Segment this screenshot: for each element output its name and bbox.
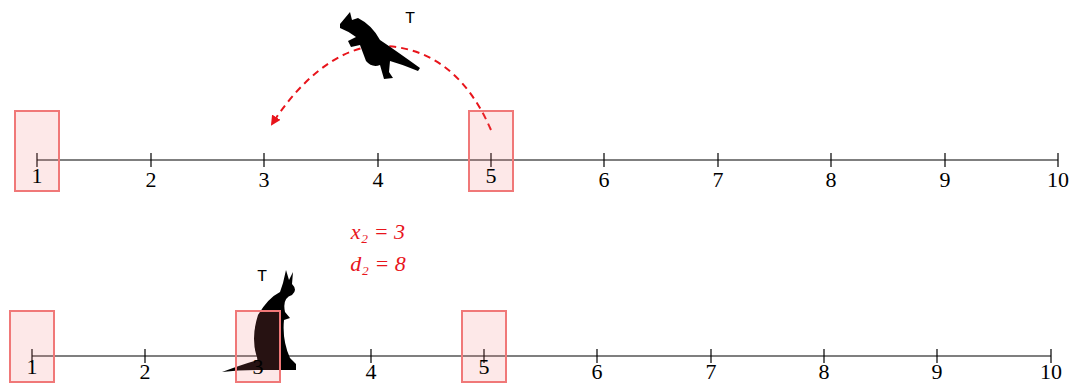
tick-number: 4 [373,169,384,191]
top-number-line [37,153,1058,167]
bottom-number-line [32,349,1051,363]
tick-number: 1 [27,356,38,378]
highlight-box: 3 [235,310,281,383]
tick-number: 1 [32,165,43,187]
tick-number: 2 [146,169,157,191]
tick-number: 6 [599,169,610,191]
highlight-box: 1 [9,310,55,383]
tick-number: 8 [819,361,830,383]
tick-number: 9 [932,361,943,383]
tick-number: 2 [140,361,151,383]
position-note: x₂ = 3 [351,221,405,243]
highlight-box: 5 [461,310,507,383]
tick-number: 10 [1040,361,1062,383]
tick-number: 4 [366,361,377,383]
tick-number: 3 [259,169,270,191]
tick-number: 10 [1047,169,1069,191]
tick-number: 3 [253,356,264,378]
tick-number: 6 [592,361,603,383]
tee-marker: T [257,268,267,285]
tick-number: 8 [826,169,837,191]
tick-number: 5 [486,165,497,187]
tick-number: 5 [479,356,490,378]
highlight-box: 5 [468,110,514,192]
tick-number: 7 [706,361,717,383]
highlight-box: 1 [14,110,60,192]
tick-number: 7 [713,169,724,191]
tick-number: 9 [940,169,951,191]
tee-marker: T [405,10,415,27]
distance-note: d₂ = 8 [350,253,406,275]
